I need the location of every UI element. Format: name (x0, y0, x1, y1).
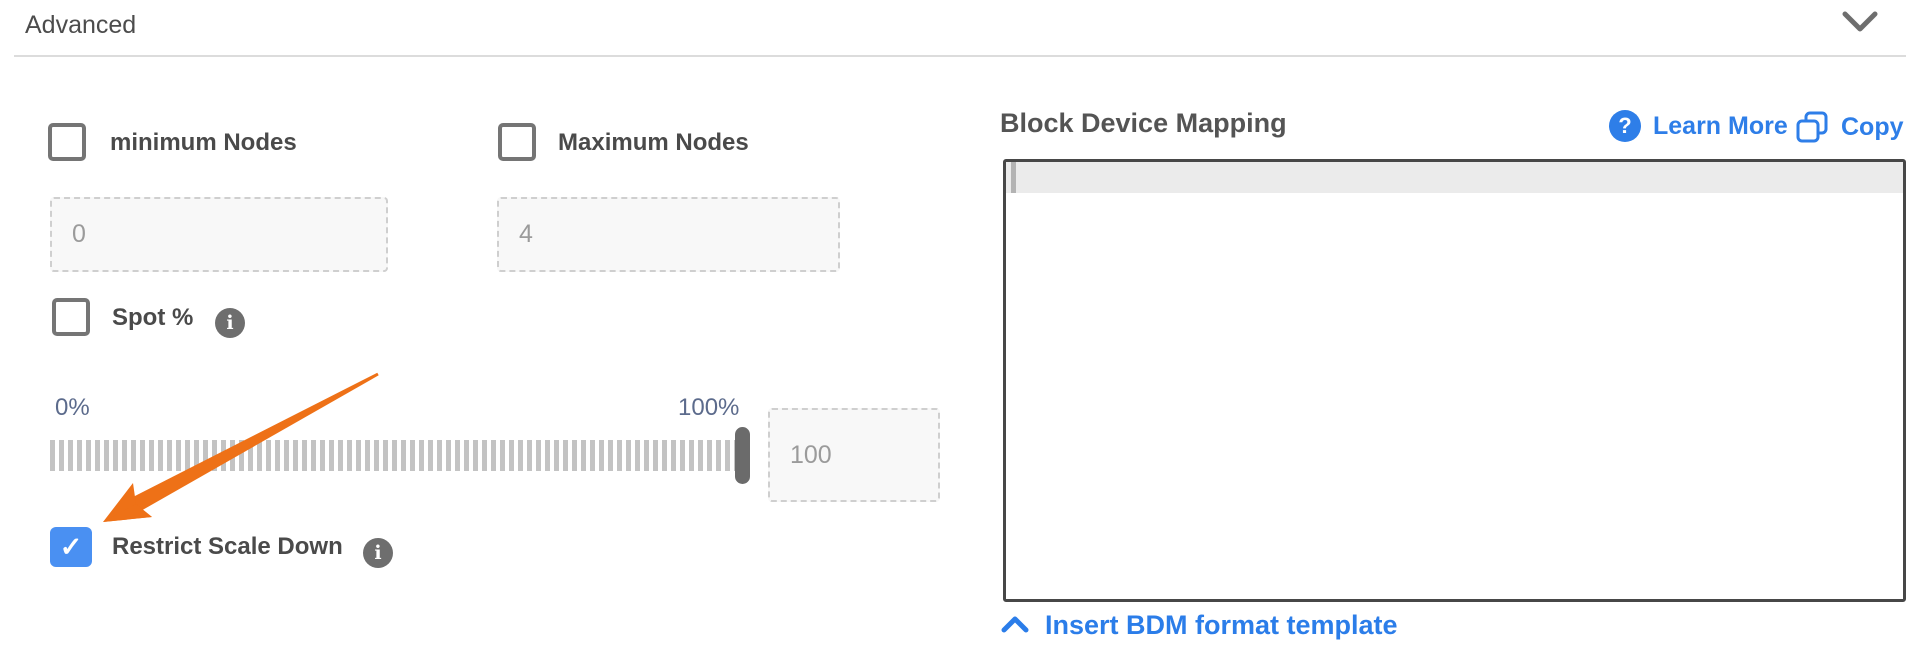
chevron-down-icon[interactable] (1842, 10, 1878, 34)
restrict-scale-down-label[interactable]: Restrict Scale Down (112, 533, 343, 560)
spot-percent-slider-track[interactable] (50, 440, 751, 471)
spot-percent-slider-handle[interactable] (735, 427, 750, 484)
section-title[interactable]: Advanced (25, 11, 137, 39)
spot-percent-value: 100 (790, 440, 832, 469)
spot-info-icon[interactable]: i (215, 308, 245, 338)
question-glyph: ? (1618, 113, 1632, 138)
slider-min-label: 0% (55, 394, 90, 421)
insert-bdm-template-label: Insert BDM format template (1045, 610, 1398, 640)
restrict-scale-down-info-icon[interactable]: i (363, 538, 393, 568)
learn-more-label: Learn More (1653, 111, 1788, 140)
info-glyph: i (226, 312, 234, 334)
checkmark-icon: ✓ (59, 531, 83, 562)
minimum-nodes-label[interactable]: minimum Nodes (110, 129, 297, 156)
editor-cursor (1011, 162, 1016, 193)
learn-more-link[interactable]: ? Learn More (1609, 110, 1788, 142)
maximum-nodes-value: 4 (519, 220, 533, 248)
editor-active-line (1006, 162, 1903, 193)
spot-percent-value-input[interactable]: 100 (768, 408, 940, 502)
copy-label: Copy (1841, 112, 1904, 141)
minimum-nodes-input[interactable]: 0 (50, 197, 388, 272)
spot-percent-checkbox[interactable] (52, 298, 90, 336)
minimum-nodes-value: 0 (72, 220, 86, 248)
copy-button[interactable]: Copy (1795, 110, 1904, 144)
bdm-title: Block Device Mapping (1000, 108, 1287, 138)
question-icon: ? (1609, 110, 1641, 142)
spot-percent-label[interactable]: Spot % (112, 304, 194, 331)
insert-bdm-template-link[interactable]: Insert BDM format template (1001, 608, 1398, 642)
maximum-nodes-label[interactable]: Maximum Nodes (558, 129, 749, 156)
bdm-editor[interactable] (1003, 159, 1906, 602)
restrict-scale-down-checkbox[interactable]: ✓ (50, 527, 92, 567)
info-glyph: i (374, 542, 382, 564)
chevron-up-icon (1001, 614, 1029, 636)
header-divider (14, 55, 1906, 57)
maximum-nodes-checkbox[interactable] (498, 123, 536, 161)
slider-max-label: 100% (678, 394, 740, 421)
maximum-nodes-input[interactable]: 4 (497, 197, 840, 272)
minimum-nodes-checkbox[interactable] (48, 123, 86, 161)
copy-icon (1795, 110, 1829, 144)
